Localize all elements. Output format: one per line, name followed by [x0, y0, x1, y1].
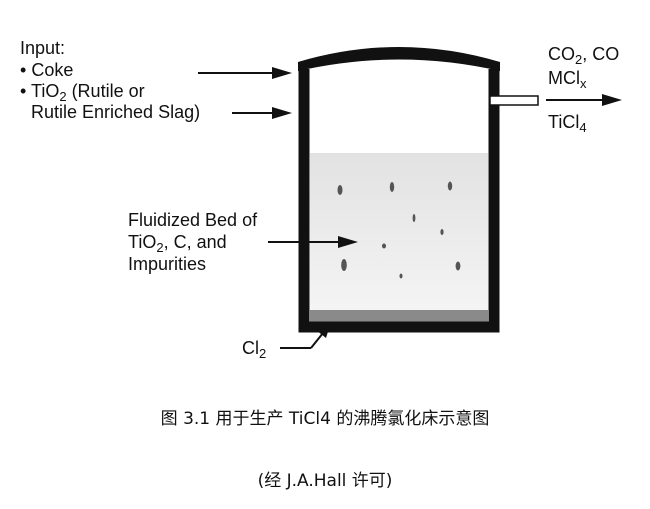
ticl-text: TiCl: [548, 112, 580, 132]
particle: [447, 181, 453, 191]
particle: [412, 214, 416, 222]
particle: [389, 182, 395, 192]
cl2-arrowhead: [316, 322, 331, 338]
bullet: •: [20, 81, 27, 101]
input-coke-item: • Coke: [20, 60, 73, 80]
input-rutile-line2: Rutile Enriched Slag): [31, 102, 201, 122]
output-mclx-label: MClx: [548, 68, 587, 91]
input-tio2-item: • TiO2 (Rutile or: [20, 81, 145, 104]
bed-tio2-text: TiO: [128, 232, 157, 252]
figure-credit: (经 J.A.Hall 许可): [257, 471, 393, 491]
input-heading: Input:: [20, 38, 66, 58]
co2-subscript: 2: [575, 52, 583, 67]
tio2-subscript: 2: [59, 89, 67, 104]
bed-label-line3: Impurities: [128, 254, 207, 274]
ticl-subscript: 4: [579, 120, 587, 135]
chlorinator-diagram: [198, 47, 622, 349]
distributor-plate: [310, 310, 488, 324]
particle: [455, 261, 461, 271]
mcl-text: MCl: [548, 68, 580, 88]
tio2-arrowhead: [272, 107, 292, 119]
mcl-subscript: x: [580, 76, 587, 91]
cl-subscript: 2: [259, 346, 267, 361]
bed-label-line1: Fluidized Bed of: [128, 210, 258, 230]
bed-c-and-text: , C, and: [163, 232, 227, 252]
reactor-vessel: [298, 69, 500, 333]
reactor-dome: [298, 47, 500, 71]
fluidized-bed: [310, 153, 488, 310]
particle: [341, 259, 347, 271]
cl-text: Cl: [242, 338, 259, 358]
particle: [382, 243, 386, 249]
cl2-arrow-rise: [310, 332, 324, 349]
particle: [399, 273, 403, 279]
bed-tio2-subscript: 2: [156, 240, 164, 255]
output-co2-co-label: CO2, CO: [548, 44, 620, 67]
outlet-pipe: [489, 95, 539, 106]
tio2-rutile-text: (Rutile or: [66, 81, 145, 101]
co-text: , CO: [582, 44, 620, 64]
coke-arrowhead: [272, 67, 292, 79]
bed-arrowhead: [338, 236, 358, 248]
bed-label-line2: TiO2, C, and: [128, 232, 227, 255]
input-coke-label: Coke: [31, 60, 74, 80]
co2-text: CO: [548, 44, 575, 64]
bullet: •: [20, 60, 27, 80]
figure-caption: 图 3.1 用于生产 TiCl4 的沸腾氯化床示意图: [160, 409, 490, 429]
particle: [440, 229, 444, 235]
chlorine-label: Cl2: [242, 338, 267, 361]
arrows: [198, 67, 622, 349]
output-ticl4-label: TiCl4: [548, 112, 587, 135]
tio2-text: TiO: [31, 81, 60, 101]
outlet-arrowhead: [602, 94, 622, 106]
input-tio2-label: TiO2 (Rutile or: [31, 81, 145, 104]
bed-particles: [337, 181, 461, 279]
particle: [337, 185, 343, 195]
